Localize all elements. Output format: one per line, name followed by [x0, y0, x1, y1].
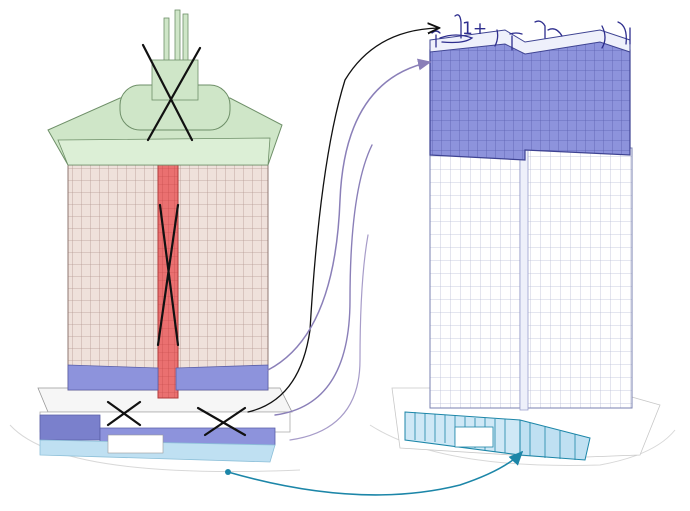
existing-tower-shafts: [67, 159, 269, 399]
handwritten-note: 1+: [462, 19, 487, 39]
existing-podium: [37, 387, 293, 463]
arrow-band-to-crown: [267, 58, 432, 371]
arrow-base-to-podium: [227, 450, 524, 496]
x-cross-core: [156, 203, 180, 347]
arrow-podium-to-new: [289, 234, 369, 441]
new-podium: [404, 411, 591, 461]
arrow-core-to-crown: [274, 144, 373, 416]
removal-marks: [106, 43, 247, 437]
existing-tower: [9, 9, 301, 473]
handwritten-scribbles: [431, 14, 631, 51]
x-cross-podium-left: [106, 400, 142, 427]
arrow-roof-to-crown: [247, 28, 438, 413]
new-crown: [429, 29, 631, 161]
existing-base-band: [67, 364, 159, 391]
x-cross-podium-right: [196, 406, 247, 437]
new-tower: 1+: [369, 14, 676, 466]
arrow-origin-dot: [225, 469, 231, 475]
x-cross-roof: [141, 43, 202, 142]
transfer-arrows: [225, 28, 524, 496]
existing-site-ground: [9, 424, 301, 473]
